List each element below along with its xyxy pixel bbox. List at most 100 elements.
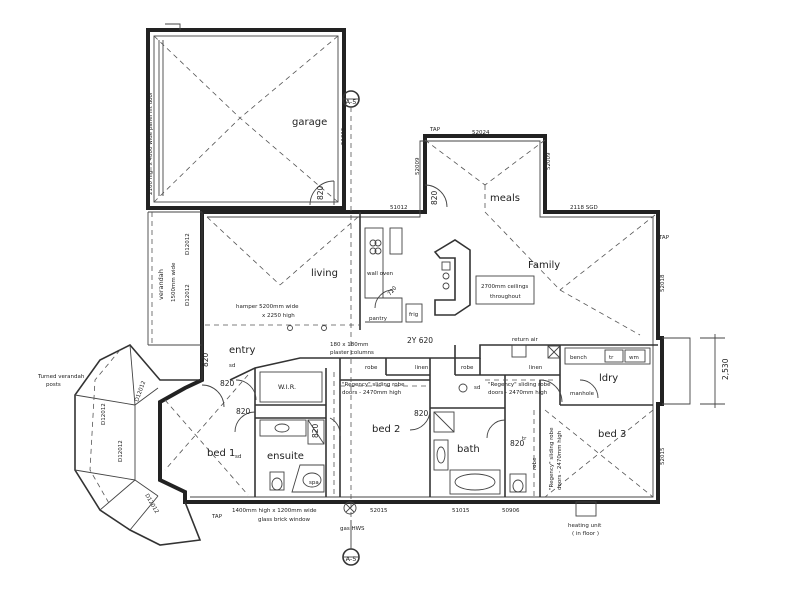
note-robe-doors-b1: "Regency" sliding robe	[488, 382, 551, 388]
window-d12012-a: D12012	[185, 233, 191, 255]
window-52018: 52018	[660, 274, 666, 292]
annotations: 2100 high x 4800 wide panel lift door 27…	[37, 91, 670, 537]
dim-820-garage: 820	[316, 185, 325, 200]
room-robe-3: robe	[532, 457, 538, 470]
note-return-air: return air	[512, 337, 538, 343]
dim-820-bath: 820	[414, 409, 429, 418]
room-bed3: bed 3	[598, 429, 626, 440]
note-ceilings-1: 2700mm ceilings	[481, 284, 528, 290]
note-turned-posts-1: Turned verandah	[37, 374, 85, 380]
window-50906-b: 50906	[502, 508, 520, 514]
return-air-grille	[511, 344, 527, 358]
note-glass-window-1: 1400mm high x 1200mm wide	[232, 508, 317, 514]
window-52015-a: 52015	[660, 447, 666, 465]
note-tap-3: TAP	[211, 514, 223, 520]
note-hamper-2: x 2250 high	[262, 313, 295, 319]
room-pantry: pantry	[369, 316, 388, 322]
note-garage-door: 2100 high x 4800 wide panel lift door	[148, 91, 154, 195]
internal-walls	[164, 344, 658, 498]
room-wm: wm	[629, 355, 639, 361]
note-sd-3: sd	[474, 385, 480, 391]
note-ceilings-2: throughout	[490, 294, 521, 300]
dim-820-bed1: 820	[236, 407, 251, 416]
dim-2530: 2,530	[721, 358, 730, 380]
ensuite-fixtures	[259, 371, 325, 493]
note-robe-doors-a2: doors - 2470mm high	[342, 390, 402, 396]
section-marker-bottom: A-5	[342, 501, 360, 566]
window-d12012-d: D12012	[118, 440, 124, 462]
room-entry: entry	[229, 345, 256, 356]
bath-fixtures	[433, 383, 527, 495]
note-manhole: manhole	[570, 391, 595, 397]
door-swings	[201, 184, 599, 439]
note-robe-doors-b2: doors - 2470mm high	[488, 390, 548, 396]
window-2118-sgd: 2118 SGD	[570, 205, 598, 211]
room-labels: garage meals Family living entry W.I.R. …	[157, 117, 639, 486]
note-robe-doors-a1: "Regency" sliding robe	[342, 382, 405, 388]
room-verandah: verandah	[157, 269, 165, 300]
room-bath: bath	[457, 444, 480, 455]
room-meals: meals	[490, 193, 520, 204]
room-bench: bench	[570, 355, 587, 361]
room-family: Family	[528, 260, 560, 271]
dim-2y620: 2Y 620	[407, 336, 433, 345]
note-robe-doors-c1: "Regency" sliding robe	[549, 427, 555, 490]
section-label-bottom: A-5	[346, 555, 357, 563]
window-52009-b: 52009	[546, 152, 552, 170]
window-52009-a: 52009	[415, 157, 421, 175]
window-51012: 51012	[390, 205, 408, 211]
window-50906-a: 50906	[660, 354, 666, 372]
room-living: living	[311, 268, 338, 279]
note-heating-2: ( in floor )	[572, 531, 599, 537]
room-bed1: bed 1	[207, 448, 235, 459]
column-post	[321, 325, 327, 331]
note-tr: tr	[522, 436, 527, 442]
room-ldry: ldry	[599, 373, 618, 384]
note-glass-window-2: glass brick window	[258, 517, 310, 523]
room-ensuite: ensuite	[267, 451, 304, 462]
window-51015-b: 51015	[452, 508, 470, 514]
room-frig: frig	[409, 312, 418, 318]
laundry-fixtures	[547, 334, 725, 408]
room-bed2: bed 2	[372, 424, 400, 435]
dimension-labels: 820 820 820 820 820 820 820 820 720 2Y 6…	[201, 185, 730, 448]
room-verandah-width: 1500mm wide	[171, 262, 177, 302]
column-post	[287, 325, 293, 331]
note-columns-2: plaster columns	[330, 350, 374, 356]
window-d12012-b: D12012	[185, 284, 191, 306]
note-sd-1: sd	[229, 363, 235, 369]
note-heating-1: heating unit	[568, 523, 602, 529]
note-gas-hws: gas HWS	[340, 526, 365, 532]
window-d12012-f: D12012	[101, 403, 107, 425]
dim-820-bed2: 820	[311, 423, 320, 438]
dim-720-pantry: 720	[387, 285, 399, 297]
window-52024: 52024	[472, 130, 490, 136]
note-turned-posts-2: posts	[46, 382, 61, 388]
garage-walls	[146, 23, 346, 210]
room-linen-2: linen	[529, 365, 543, 371]
note-sd-2: sd	[235, 454, 241, 460]
room-garage: garage	[292, 117, 327, 128]
note-columns-1: 180 x 180mm	[330, 342, 368, 348]
room-robe-2: robe	[461, 365, 474, 371]
section-label-top: A-5	[346, 98, 357, 106]
heating-unit-box	[575, 501, 597, 517]
note-hamper-1: hamper 5200mm wide	[236, 304, 299, 310]
note-robe-doors-c2: doors - 2470mm high	[557, 430, 563, 490]
room-wir: W.I.R.	[278, 383, 296, 391]
house-walls	[74, 134, 664, 546]
room-robe-1: robe	[365, 365, 378, 371]
dim-820-meals: 820	[430, 190, 439, 205]
window-51015: 51015	[341, 127, 347, 145]
section-marker-top: A-5	[342, 90, 360, 520]
note-tap-1: TAP	[429, 127, 441, 133]
note-tap-2: TAP	[658, 235, 670, 241]
room-tr: tr	[609, 355, 614, 361]
window-52015-b: 52015	[370, 508, 388, 514]
room-spa: spa	[309, 480, 319, 486]
dim-820-bed3: 820	[510, 439, 525, 448]
dim-820-wir: 820	[220, 379, 235, 388]
room-linen-1: linen	[415, 365, 429, 371]
room-wall-oven: wall oven	[367, 271, 394, 277]
